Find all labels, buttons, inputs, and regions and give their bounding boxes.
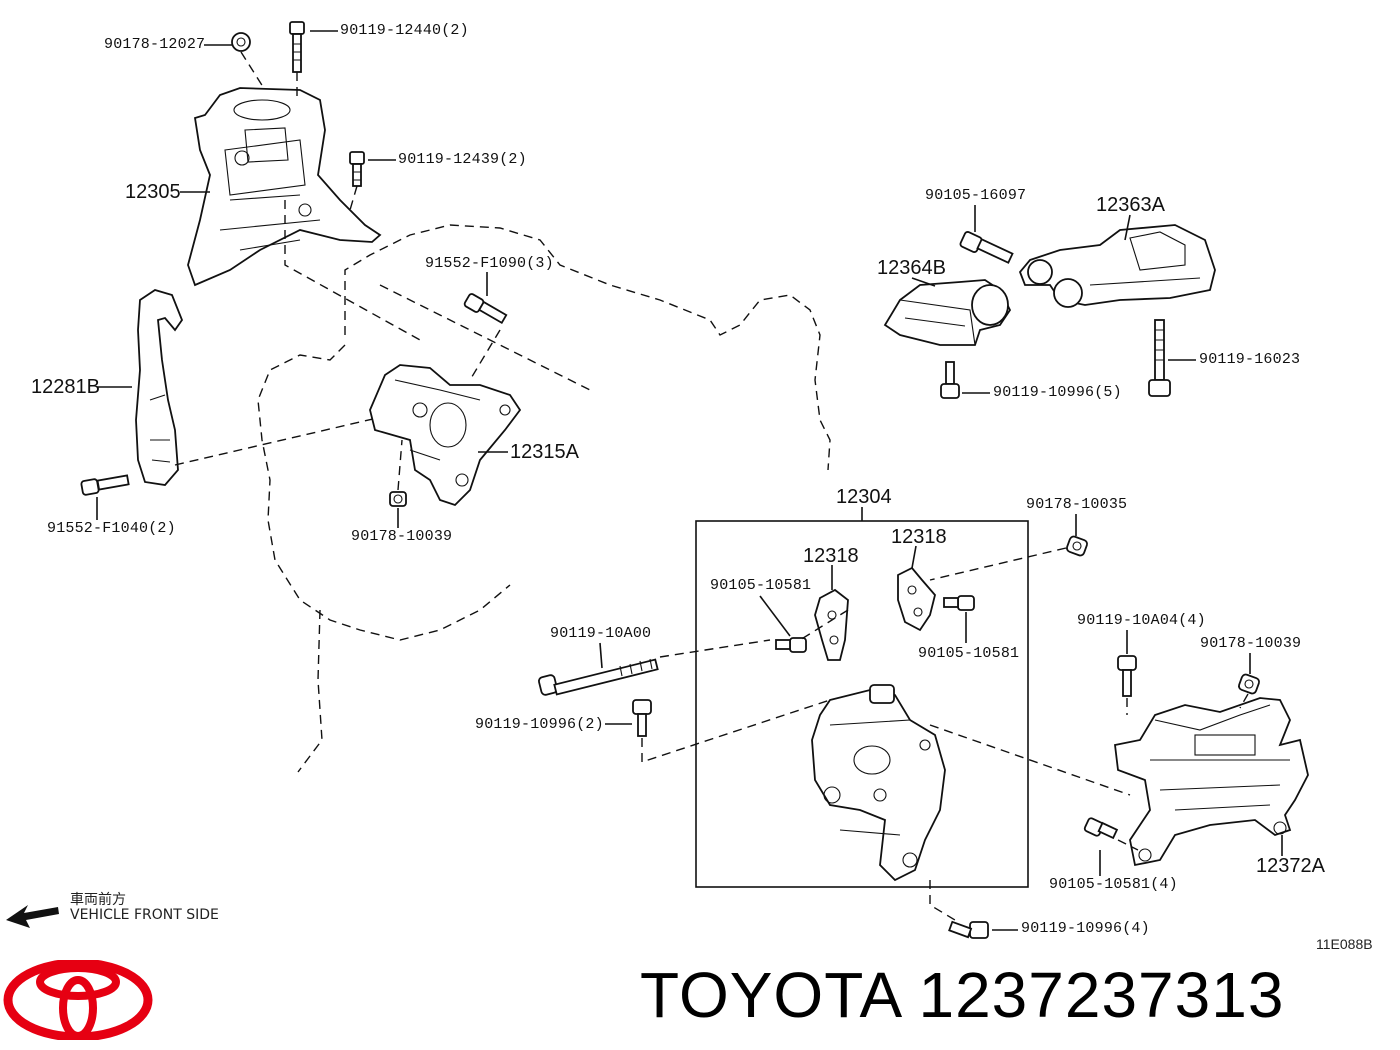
label-90105-10581-b: 90105-10581 xyxy=(918,645,1020,662)
label-90119-10996-5: 90119-10996(5) xyxy=(993,384,1122,401)
bolt-91552-F1040-shape xyxy=(80,474,130,496)
bolt-90119-10996-2-shape xyxy=(632,699,652,737)
label-90178-10039-a: 90178-10039 xyxy=(351,528,453,545)
label-12305: 12305 xyxy=(125,181,181,203)
label-12304: 12304 xyxy=(836,486,892,508)
nut-90178-10035-shape xyxy=(1066,535,1088,557)
engine-outline xyxy=(344,224,831,471)
nut-90178-10039-b-shape xyxy=(1238,673,1260,695)
label-12281B: 12281B xyxy=(31,376,100,398)
label-90119-10996-4: 90119-10996(4) xyxy=(1021,920,1150,937)
brand-part-number: TOYOTA 1237237313 xyxy=(640,958,1284,1032)
brand-name: TOYOTA xyxy=(640,959,900,1031)
label-90105-10581-4: 90105-10581(4) xyxy=(1049,876,1178,893)
bolt-90105-10581-a-shape xyxy=(775,637,807,653)
part-12315A-shape xyxy=(369,364,522,507)
bolt-90105-10581-b-shape xyxy=(943,595,975,611)
bolt-90119-10996-4-shape xyxy=(948,920,989,939)
nut-90178-12027-shape xyxy=(231,32,251,52)
bolt-90105-16097-shape xyxy=(959,231,1014,264)
label-12372A: 12372A xyxy=(1256,855,1325,877)
diagram-code: 11E088B xyxy=(1316,936,1373,952)
label-12318-b: 12318 xyxy=(891,526,947,548)
label-90178-10039-b: 90178-10039 xyxy=(1200,635,1302,652)
bolt-90105-10581-4-shape xyxy=(1083,817,1119,840)
label-90119-12440: 90119-12440(2) xyxy=(340,22,469,39)
label-90178-12027: 90178-12027 xyxy=(104,36,206,53)
label-91552-F1090: 91552-F1090(3) xyxy=(425,255,554,272)
nut-90178-10039-a-shape xyxy=(389,491,407,507)
label-90178-10035: 90178-10035 xyxy=(1026,496,1128,513)
label-90105-16097: 90105-16097 xyxy=(925,187,1027,204)
bolt-90119-12439-shape xyxy=(349,151,365,187)
bolt-90119-16023-shape xyxy=(1148,319,1171,397)
label-90119-16023: 90119-16023 xyxy=(1199,351,1301,368)
part-12318-b-shape xyxy=(897,566,936,632)
label-90119-10996-2: 90119-10996(2) xyxy=(475,716,604,733)
part-12318-a-shape xyxy=(814,588,849,661)
label-12364B: 12364B xyxy=(877,257,946,279)
label-90119-10A00: 90119-10A00 xyxy=(550,625,652,642)
label-12363A: 12363A xyxy=(1096,194,1165,216)
toyota-logo-icon xyxy=(3,960,153,1040)
bolt-90119-10996-5-shape xyxy=(940,361,960,399)
bolt-91552-F1090-shape xyxy=(463,293,508,325)
engine-outline-lower xyxy=(257,344,511,641)
direction-english: VEHICLE FRONT SIDE xyxy=(70,907,219,923)
label-91552-F1040: 91552-F1040(2) xyxy=(47,520,176,537)
label-12318-a: 12318 xyxy=(803,545,859,567)
label-90105-10581-a: 90105-10581 xyxy=(710,577,812,594)
label-12315A: 12315A xyxy=(510,441,579,463)
engine-outline-left xyxy=(297,609,323,773)
part-12372A-shape xyxy=(1114,697,1309,867)
leader-lines xyxy=(96,30,1283,931)
label-90119-10A04: 90119-10A04(4) xyxy=(1077,612,1206,629)
part-12304-bracket-shape xyxy=(811,684,946,882)
part-12363A-shape xyxy=(1018,224,1216,308)
label-90119-12439: 90119-12439(2) xyxy=(398,151,527,168)
part-12364B-shape xyxy=(883,279,1012,346)
bolt-90119-10A00-shape xyxy=(538,658,659,696)
bolt-90119-12440-shape xyxy=(289,21,305,73)
direction-japanese: 車両前方 xyxy=(70,892,126,908)
part-number: 1237237313 xyxy=(918,959,1285,1031)
part-12305-shape xyxy=(187,87,382,287)
part-12281B-shape xyxy=(135,289,184,486)
bolt-90119-10A04-shape xyxy=(1117,655,1137,697)
vehicle-front-arrow xyxy=(6,905,59,928)
